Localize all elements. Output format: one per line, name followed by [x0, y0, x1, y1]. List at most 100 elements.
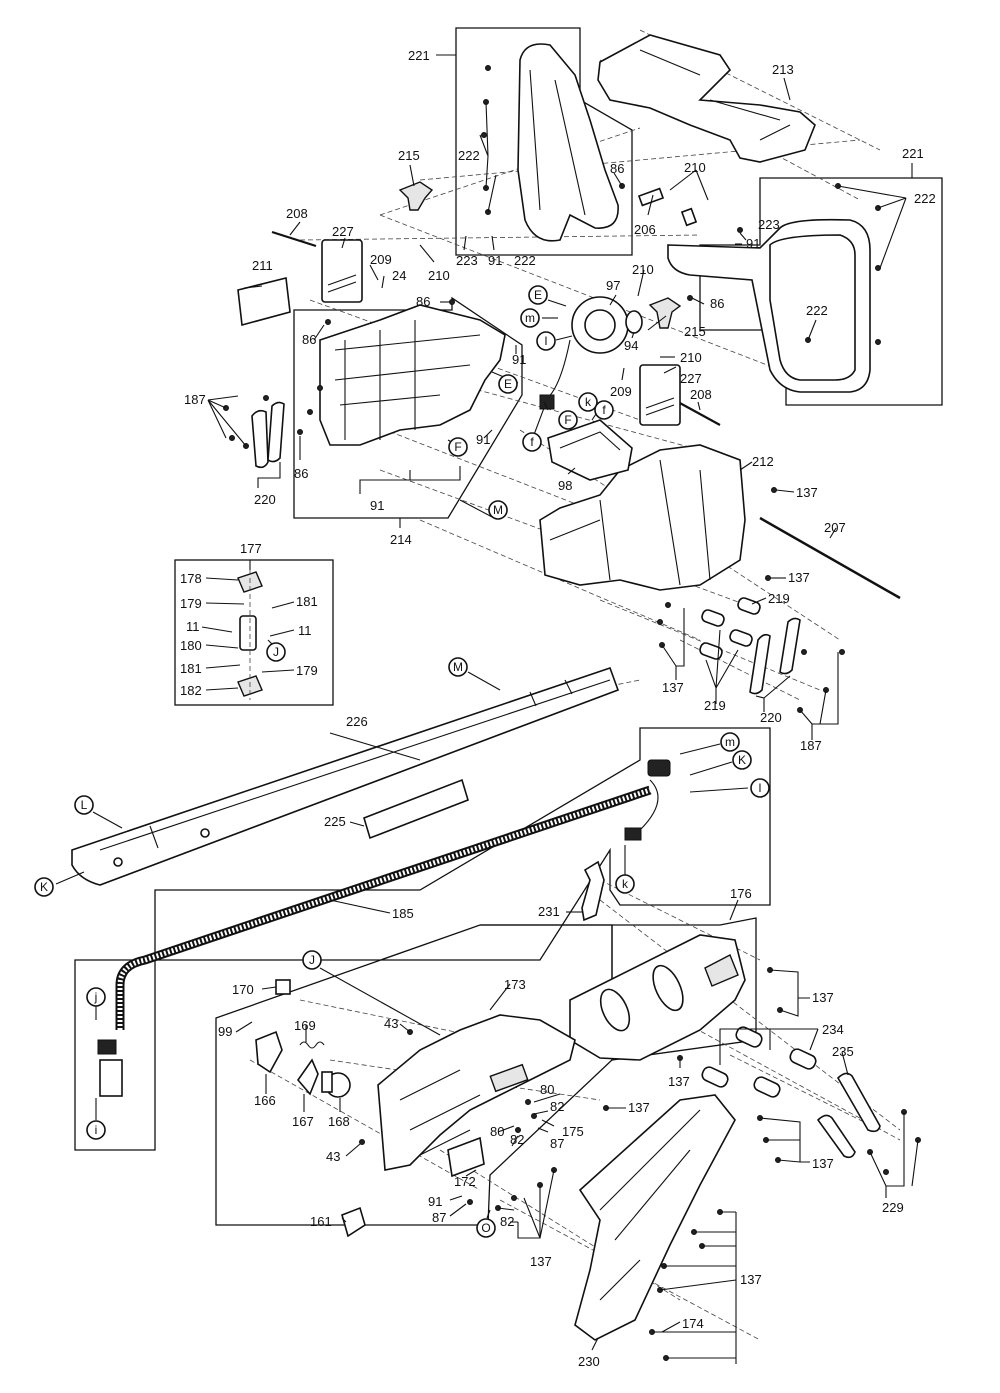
svg-text:k: k [622, 877, 629, 891]
label-222: 222 [806, 303, 828, 318]
label-24: 24 [392, 268, 406, 283]
ref-circle-F: F [448, 437, 468, 457]
label-182: 182 [180, 683, 202, 698]
ref-circle-L: L [74, 795, 94, 815]
part-214-frame [319, 304, 506, 446]
ref-circle-E: E [498, 374, 518, 394]
svg-text:O: O [481, 1221, 490, 1235]
label-206: 206 [634, 222, 656, 237]
ref-circle-f: f [594, 400, 614, 420]
svg-text:E: E [534, 288, 542, 302]
label-137: 137 [812, 990, 834, 1005]
label-137: 137 [740, 1272, 762, 1287]
ref-circle-J: J [302, 950, 322, 970]
label-181: 181 [296, 594, 318, 609]
ref-circle-j: j [86, 987, 106, 1007]
part-167-lever [296, 1058, 319, 1096]
label-231: 231 [538, 904, 560, 919]
label-226: 226 [346, 714, 368, 729]
label-91: 91 [746, 236, 760, 251]
label-11: 11 [186, 619, 200, 634]
label-181: 181 [180, 661, 202, 676]
frame-185 [74, 727, 771, 1151]
part-235-link [837, 1072, 881, 1133]
label-172: 172 [454, 1174, 476, 1189]
label-179: 179 [180, 596, 202, 611]
label-215: 215 [684, 324, 706, 339]
label-169: 169 [294, 1018, 316, 1033]
part-185-conduit-inner [117, 787, 651, 1030]
part-227-plate-left [321, 239, 363, 303]
label-161: 161 [310, 1214, 332, 1229]
label-82: 82 [550, 1099, 564, 1114]
label-97: 97 [606, 278, 620, 293]
svg-text:L: L [81, 798, 88, 812]
label-220: 220 [254, 492, 276, 507]
label-223: 223 [456, 253, 478, 268]
ref-circle-k: k [615, 874, 635, 894]
part-208-pin-right [677, 401, 721, 426]
label-209: 209 [370, 252, 392, 267]
svg-text:m: m [525, 311, 535, 325]
parts [71, 34, 921, 1361]
label-94: 94 [624, 338, 638, 353]
label-176: 176 [730, 886, 752, 901]
label-210: 210 [680, 350, 702, 365]
part-173-trunnion [377, 1014, 576, 1171]
label-91: 91 [476, 432, 490, 447]
label-213: 213 [772, 62, 794, 77]
label-223: 223 [758, 217, 780, 232]
part-161-clip [341, 1206, 366, 1238]
part-226-extension-arm [71, 666, 620, 886]
svg-text:K: K [738, 753, 746, 767]
svg-text:J: J [273, 645, 279, 659]
callout-frames [74, 27, 943, 1226]
label-137: 137 [796, 485, 818, 500]
label-137: 137 [788, 570, 810, 585]
ref-circle-F: F [558, 410, 578, 430]
svg-text:m: m [725, 735, 735, 749]
ref-circle-J: J [266, 642, 286, 662]
ref-circle-f: f [522, 432, 542, 452]
label-220: 220 [760, 710, 782, 725]
svg-text:E: E [504, 377, 512, 391]
label-179: 179 [296, 663, 318, 678]
label-91: 91 [428, 1194, 442, 1209]
part-220-link-left [251, 409, 269, 469]
part-98-control-box [547, 419, 633, 481]
label-137: 137 [812, 1156, 834, 1171]
label-43: 43 [326, 1149, 340, 1164]
part-212-housing [539, 444, 746, 591]
label-82: 82 [510, 1132, 524, 1147]
part-208-pin-left [271, 230, 317, 248]
label-86: 86 [302, 332, 316, 347]
part-211-label [237, 277, 291, 327]
frame-214 [293, 296, 523, 519]
ref-circle-m: m [720, 732, 740, 752]
ref-circle-K: K [34, 877, 54, 897]
label-219: 219 [704, 698, 726, 713]
svg-text:i: i [95, 1123, 98, 1137]
label-86: 86 [610, 161, 624, 176]
label-86: 86 [416, 294, 430, 309]
svg-text:M: M [493, 503, 503, 517]
frame-221-left [455, 27, 633, 256]
label-185: 185 [392, 906, 414, 921]
svg-text:J: J [309, 953, 315, 967]
label-222: 222 [914, 191, 936, 206]
label-187: 187 [800, 738, 822, 753]
label-227: 227 [332, 224, 354, 239]
part-230-arm [574, 1094, 736, 1341]
label-221: 221 [902, 146, 924, 161]
label-80: 80 [490, 1124, 504, 1139]
ref-circle-M: M [448, 657, 468, 677]
label-11: 11 [298, 623, 312, 638]
part-206-bushing [637, 187, 665, 207]
label-137: 137 [628, 1100, 650, 1115]
part-172-label [447, 1136, 485, 1178]
svg-text:M: M [453, 660, 463, 674]
part-231-clip [581, 860, 605, 922]
svg-text:f: f [530, 435, 534, 449]
label-166: 166 [254, 1093, 276, 1108]
